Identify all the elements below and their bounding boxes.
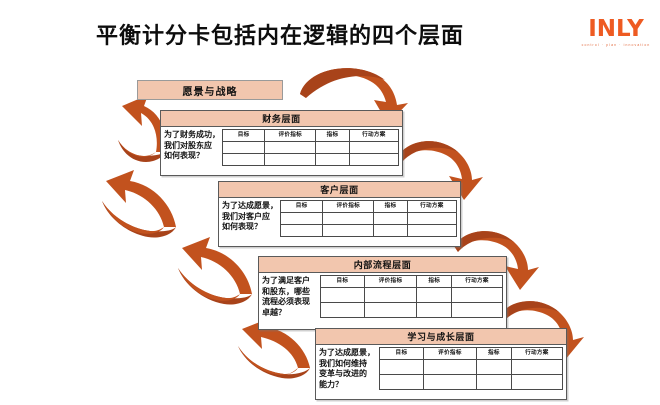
- column-header: 行动方案: [451, 275, 503, 288]
- table-cell[interactable]: [315, 153, 350, 166]
- table-cell[interactable]: [221, 141, 266, 154]
- panel-customer-table: 目标 评价指标 指标 行动方案: [279, 200, 458, 237]
- column-header: 目标: [379, 347, 424, 360]
- table-cell[interactable]: [315, 141, 350, 154]
- table-header-row: 目标 评价指标 指标 行动方案: [379, 347, 564, 360]
- table-cell[interactable]: [475, 359, 512, 375]
- table-header-row: 目标 评价指标 指标 行动方案: [320, 275, 503, 288]
- panel-customer-title: 客户层面: [219, 182, 460, 198]
- logo-tagline: control · plan · innovation: [581, 43, 651, 47]
- table-cell[interactable]: [406, 224, 458, 237]
- logo-wordmark: INLY: [588, 16, 644, 42]
- table-cell[interactable]: [363, 302, 418, 318]
- table-row: [379, 359, 564, 375]
- column-header: 评价指标: [422, 347, 477, 360]
- column-header: 评价指标: [363, 275, 418, 288]
- table-cell[interactable]: [510, 359, 564, 375]
- panel-customer: 客户层面 为了达成愿景， 我们对客户应 如何表现？ 目标 评价指标 指标 行动方…: [218, 181, 461, 247]
- table-row: [320, 287, 503, 303]
- panel-internal-process-title: 内部流程层面: [259, 257, 506, 273]
- panel-financial-title: 财务层面: [161, 111, 402, 127]
- table-cell[interactable]: [279, 224, 324, 237]
- table-row: [279, 212, 458, 225]
- table-cell[interactable]: [279, 212, 324, 225]
- panel-customer-question: 为了达成愿景， 我们对客户应 如何表现？: [222, 201, 278, 231]
- vision-strategy-box: 愿景与战略: [137, 80, 283, 100]
- table-cell[interactable]: [320, 302, 365, 318]
- table-cell[interactable]: [451, 302, 503, 318]
- table-cell[interactable]: [379, 359, 424, 375]
- table-row: [221, 141, 400, 154]
- table-cell[interactable]: [322, 212, 375, 225]
- column-header: 目标: [279, 200, 324, 213]
- table-cell[interactable]: [422, 359, 477, 375]
- table-cell[interactable]: [264, 141, 317, 154]
- table-cell[interactable]: [264, 153, 317, 166]
- column-header: 评价指标: [264, 129, 317, 142]
- table-cell[interactable]: [221, 153, 266, 166]
- column-header: 行动方案: [348, 129, 400, 142]
- table-cell[interactable]: [451, 287, 503, 303]
- table-cell[interactable]: [363, 287, 418, 303]
- column-header: 目标: [221, 129, 266, 142]
- column-header: 指标: [315, 129, 350, 142]
- panel-financial: 财务层面 为了财务成功， 我们对股东应 如何表现？ 目标 评价指标 指标 行动方…: [160, 110, 403, 176]
- table-header-row: 目标 评价指标 指标 行动方案: [279, 200, 458, 213]
- column-header: 指标: [416, 275, 453, 288]
- arrow-left-up-2: [102, 170, 176, 238]
- column-header: 行动方案: [510, 347, 564, 360]
- table-cell[interactable]: [416, 302, 453, 318]
- column-header: 评价指标: [322, 200, 375, 213]
- table-row: [279, 224, 458, 237]
- table-cell[interactable]: [373, 212, 408, 225]
- table-cell[interactable]: [348, 141, 400, 154]
- panel-learning-growth-title: 学习与成长层面: [316, 329, 566, 345]
- vision-strategy-label: 愿景与战略: [182, 86, 238, 98]
- page-title: 平衡计分卡包括内在逻辑的四个层面: [95, 24, 464, 49]
- brand-logo: INLY control · plan · innovation: [578, 18, 654, 52]
- table-cell[interactable]: [322, 224, 375, 237]
- panel-internal-process: 内部流程层面 为了满足客户 和股东，哪些 流程必须表现 卓越？ 目标 评价指标 …: [258, 256, 507, 330]
- panel-internal-process-question: 为了满足客户 和股东，哪些 流程必须表现 卓越？: [262, 276, 310, 317]
- panel-learning-growth-table: 目标 评价指标 指标 行动方案: [379, 347, 564, 390]
- panel-internal-process-table: 目标 评价指标 指标 行动方案: [320, 275, 503, 318]
- column-header: 指标: [475, 347, 512, 360]
- panel-learning-growth: 学习与成长层面 为了达成愿景， 我们如何维持 变革与改进的 能力？ 目标 评价指…: [315, 328, 567, 400]
- table-cell[interactable]: [373, 224, 408, 237]
- table-row: [320, 302, 503, 318]
- table-cell[interactable]: [406, 212, 458, 225]
- table-row: [379, 374, 564, 390]
- panel-financial-table: 目标 评价指标 指标 行动方案: [221, 129, 400, 166]
- table-cell[interactable]: [416, 287, 453, 303]
- column-header: 目标: [320, 275, 365, 288]
- table-cell[interactable]: [475, 374, 512, 390]
- panel-financial-question: 为了财务成功， 我们对股东应 如何表现？: [164, 130, 220, 160]
- column-header: 指标: [373, 200, 408, 213]
- table-cell[interactable]: [348, 153, 400, 166]
- table-cell[interactable]: [510, 374, 564, 390]
- table-header-row: 目标 评价指标 指标 行动方案: [221, 129, 400, 142]
- table-cell[interactable]: [379, 374, 424, 390]
- table-cell[interactable]: [320, 287, 365, 303]
- panel-learning-growth-question: 为了达成愿景， 我们如何维持 变革与改进的 能力？: [319, 348, 375, 389]
- table-row: [221, 153, 400, 166]
- column-header: 行动方案: [406, 200, 458, 213]
- table-cell[interactable]: [422, 374, 477, 390]
